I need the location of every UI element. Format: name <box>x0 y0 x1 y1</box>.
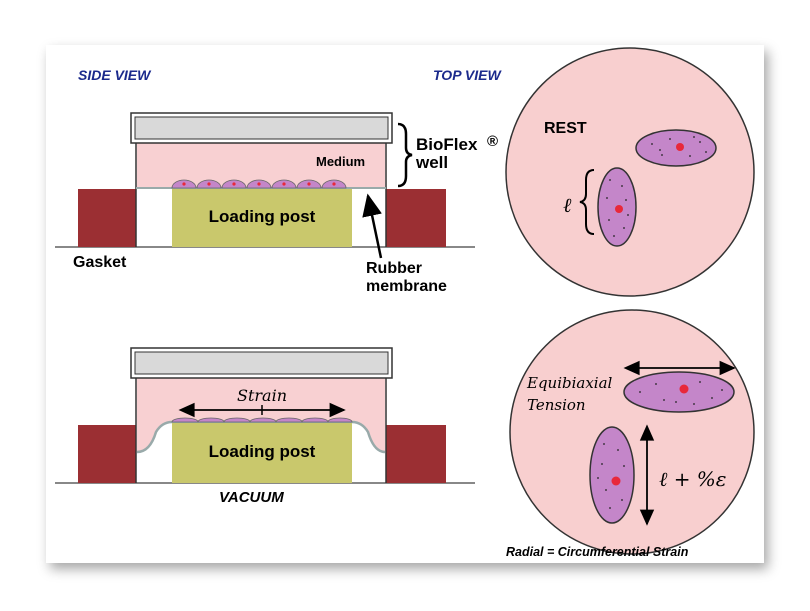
rest-nucleus-vertical <box>615 205 623 213</box>
loading-post-bottom <box>172 423 352 483</box>
tension-speckles-vertical <box>597 443 625 509</box>
tension-speckles-horizontal <box>639 381 723 405</box>
bioflex-brace <box>397 122 413 188</box>
cell-row-top <box>171 179 347 189</box>
well-label: well <box>415 153 448 172</box>
rest-cell-horizontal <box>635 129 717 167</box>
loading-post-label-bottom: Loading post <box>209 442 316 461</box>
length-strained-label: ℓ + %ε <box>659 467 727 491</box>
tension-well-circle <box>509 309 755 555</box>
rest-speckles-vertical <box>606 179 629 237</box>
vacuum-label: VACUUM <box>219 489 284 506</box>
loading-post-top <box>172 189 352 247</box>
length-brace <box>579 169 595 235</box>
strain-label: Strain <box>237 386 287 405</box>
tension-nucleus-vertical <box>611 476 621 486</box>
membrane-label: membrane <box>366 278 447 295</box>
rest-well-circle <box>505 47 755 297</box>
loading-post-label-top: Loading post <box>209 207 316 226</box>
equibiaxial-label: Equibiaxial <box>526 374 613 392</box>
gasket-right-top <box>386 189 446 247</box>
rubber-membrane-arrow <box>362 193 383 259</box>
cell-row-bottom <box>171 417 353 423</box>
tension-nucleus-horizontal <box>679 384 689 394</box>
medium-label: Medium <box>316 154 365 169</box>
side-view-label: SIDE VIEW <box>78 67 152 83</box>
radial-strain-label: Radial = Circumferential Strain <box>506 545 689 559</box>
tension-label: Tension <box>527 396 586 414</box>
rest-nucleus-horizontal <box>676 143 684 151</box>
rubber-label: Rubber <box>366 260 422 277</box>
gasket-label: Gasket <box>73 254 127 271</box>
registered-mark: ® <box>487 133 498 150</box>
rest-label: REST <box>544 120 587 137</box>
rest-speckles-horizontal <box>651 136 707 157</box>
top-view-label: TOP VIEW <box>433 67 502 83</box>
gasket-left-bottom <box>78 425 136 483</box>
bioflex-label: BioFlex <box>416 135 478 154</box>
lid-inner-bottom <box>134 351 389 375</box>
tension-cell-vertical <box>589 426 635 524</box>
gasket-right-bottom <box>386 425 446 483</box>
length-symbol: ℓ <box>563 193 572 217</box>
lid-inner-top <box>134 116 389 140</box>
tension-cell-horizontal <box>623 371 735 413</box>
gasket-left-top <box>78 189 136 247</box>
